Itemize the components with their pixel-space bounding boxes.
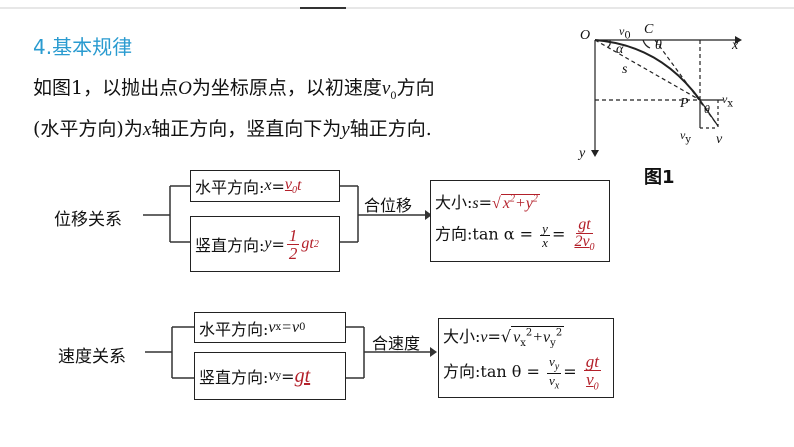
- s-label: s: [622, 62, 628, 77]
- section-heading: 4.基本规律: [33, 35, 133, 59]
- paragraph-line-2: (水平方向)为x轴正方向，竖直向下为y轴正方向.: [33, 118, 432, 140]
- velocity-combine-label: 合速度: [372, 334, 421, 353]
- figure-caption: 图1: [644, 167, 675, 188]
- displacement-combine-label: 合位移: [364, 196, 413, 215]
- paragraph-line-1: 如图1，以抛出点O为坐标原点，以初速度v0方向: [33, 77, 435, 102]
- vx-label: vx: [722, 92, 733, 110]
- velocity-group-label: 速度关系: [58, 347, 126, 367]
- theta-label-p: θ: [704, 102, 710, 116]
- origin-label: O: [580, 28, 591, 43]
- y-axis-label: y: [579, 146, 586, 161]
- x-axis-label: x: [732, 38, 739, 53]
- velocity-magnitude: 大小:v=√vx2+vy2: [443, 326, 565, 350]
- point-p-label: P: [680, 96, 689, 111]
- displacement-group-label: 位移关系: [54, 210, 122, 230]
- velocity-bracket: [145, 326, 437, 379]
- displacement-magnitude: 大小:s=√x2+y2: [435, 192, 540, 212]
- vy-label: vy: [680, 128, 691, 146]
- theta-label-top: θ: [655, 38, 662, 53]
- alpha-label: α: [616, 42, 624, 57]
- displacement-bracket: [143, 185, 432, 243]
- v0-label: v0: [619, 24, 631, 42]
- v-label: v: [716, 132, 723, 147]
- point-c-label: C: [644, 22, 654, 37]
- figure-diagram: [591, 36, 742, 157]
